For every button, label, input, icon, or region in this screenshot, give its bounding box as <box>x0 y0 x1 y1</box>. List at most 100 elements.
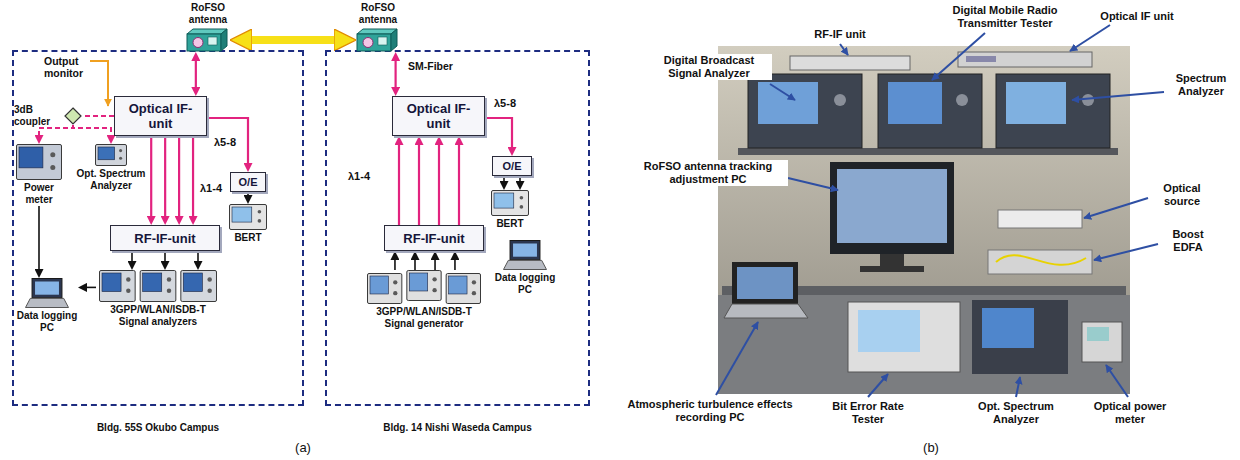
instrument-knob <box>472 280 476 284</box>
generator-group-shape <box>367 270 481 304</box>
oe-converter-box: O/E <box>492 156 532 176</box>
box-label: Optical IF-unit <box>397 101 480 131</box>
building-boundary: Bldg. 14 Nishi Waseda CampusOptical IF-u… <box>325 50 590 406</box>
building-label: Bldg. 55S Okubo Campus <box>14 422 302 434</box>
instrument-knob <box>207 289 211 293</box>
fiber-arrow <box>164 136 166 217</box>
instrument-knob <box>258 210 262 214</box>
coupler-shape <box>65 108 81 124</box>
laptop-screen <box>35 282 59 295</box>
panel-label: (a) <box>285 440 321 455</box>
instrument-knob <box>50 152 55 157</box>
instrument-body <box>492 191 529 216</box>
fiber-arrow <box>82 115 114 117</box>
rf-if-unit-photo <box>790 56 910 70</box>
instrument-label: 3GPP/WLAN/ISDB-T Signal analyzers <box>96 304 220 328</box>
box-label: RF-IF-unit <box>134 231 195 246</box>
monitor-screen <box>837 169 947 243</box>
laptop-photo <box>732 262 798 304</box>
fiber-arrow <box>192 136 194 217</box>
instrument-screen <box>19 147 43 168</box>
instrument-screen <box>183 273 202 292</box>
instrument-screen <box>1006 82 1066 124</box>
laptop-lid <box>32 279 62 298</box>
box-label: O/E <box>503 160 522 173</box>
building-boundary: Bldg. 55S Okubo Campus3dB couplerOptical… <box>12 50 304 406</box>
laptop-icon-shape <box>25 278 69 308</box>
leader-arrow <box>840 44 848 55</box>
instrument-screen <box>1087 327 1109 341</box>
leader-arrow <box>868 374 888 397</box>
rf-if-box: RF-IF-unit <box>110 225 220 251</box>
leader-arrow <box>932 33 985 80</box>
leader-arrow <box>1016 377 1020 397</box>
fiber-arrow <box>438 144 440 225</box>
wavelength-label: λ1-4 <box>200 182 230 194</box>
laptop-icon: Data logging PC <box>16 278 78 334</box>
leader-arrow <box>1072 92 1164 100</box>
callout-label: Optical power meter <box>1084 400 1176 426</box>
coupler-diamond: 3dB coupler <box>14 104 82 128</box>
analyzer-group-shape <box>99 270 217 302</box>
power-meter-icon: Power meter <box>14 144 64 206</box>
instrument-screen <box>982 308 1034 348</box>
instrument-knob <box>834 94 846 106</box>
box-label: Optical IF-unit <box>119 101 202 131</box>
instrument-label: Power meter <box>14 182 64 206</box>
laptop-screen <box>513 244 537 257</box>
power-meter-photo <box>1082 322 1122 362</box>
instrument-label: BERT <box>234 232 261 244</box>
instrument-knob <box>126 289 130 293</box>
signal-arrow <box>131 251 133 262</box>
leader-arrow <box>788 178 838 190</box>
optical-link-arrow <box>250 36 336 44</box>
shelf <box>738 148 1118 155</box>
instrument-knob <box>258 219 262 223</box>
signal-arrow <box>434 259 436 270</box>
rofso-antenna-shape <box>186 28 230 52</box>
instrument-knob <box>50 165 55 170</box>
instrument-body <box>140 271 176 302</box>
monitor-stand <box>880 254 904 268</box>
fiber-arrow <box>418 144 420 225</box>
bert-icon: BERT <box>490 190 530 230</box>
instrument-screen <box>888 82 942 124</box>
instrument-label: BERT <box>496 218 523 230</box>
fiber-label: SM-Fiber <box>408 60 468 72</box>
instrument-body <box>100 271 136 302</box>
antenna-top <box>357 29 397 34</box>
antenna-lens <box>193 38 203 48</box>
laptop-icon: Data logging PC <box>494 240 556 296</box>
photo-ground <box>718 46 1130 394</box>
instrument-body <box>230 205 267 230</box>
lab-photo <box>718 46 1130 394</box>
instrument-knob <box>432 288 436 292</box>
antenna-top <box>187 29 227 34</box>
instrument-screen <box>143 273 162 292</box>
coupler-label: 3dB coupler <box>14 104 60 128</box>
box-label: O/E <box>239 176 258 189</box>
bert-icon: BERT <box>228 204 268 244</box>
antenna-body <box>357 34 391 51</box>
bert-photo <box>848 302 960 372</box>
wavelength-label: λ5-8 <box>214 136 246 148</box>
leader-arrow <box>1094 244 1158 260</box>
generator-group: 3GPP/WLAN/ISDB-T Signal generator <box>364 270 484 330</box>
instrument-knob <box>207 277 211 281</box>
rofso-antenna-shape <box>356 28 400 52</box>
optical-source-photo <box>998 210 1082 228</box>
optical-if-box: Optical IF-unit <box>392 96 485 136</box>
instrument-screen <box>858 310 920 352</box>
instrument-knob <box>956 94 968 106</box>
instrument-label: 3GPP/WLAN/ISDB-T Signal generator <box>364 306 484 330</box>
callout-label: Digital Mobile Radio Transmitter Tester <box>930 4 1080 30</box>
instrument-screen <box>494 193 514 208</box>
antenna-window <box>208 37 217 45</box>
callout-label: Opt. Spectrum Analyzer <box>964 400 1068 426</box>
monitor-photo <box>830 162 954 254</box>
lower-rack <box>718 295 1130 394</box>
antenna-label: RoFSO antenna <box>176 2 240 26</box>
signal-arrow <box>454 259 456 270</box>
